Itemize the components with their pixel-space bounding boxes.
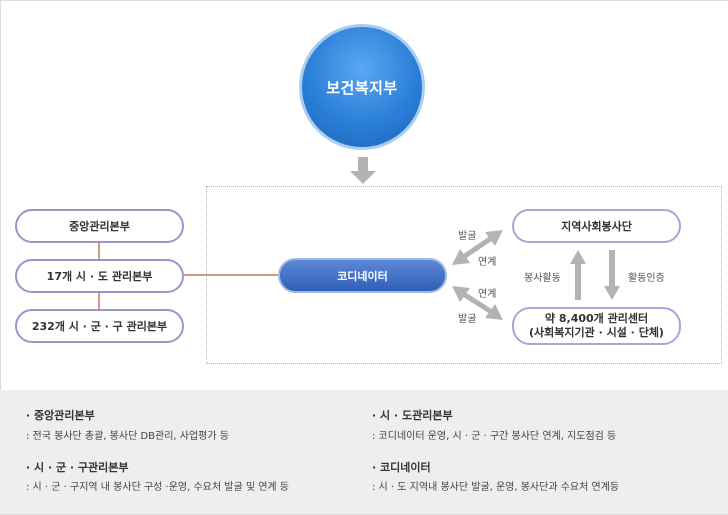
- lower-arrow-label-1: 연계: [478, 289, 497, 300]
- centers-line2: (사회복지기관 · 시설 · 단체): [529, 326, 664, 339]
- community-corps-node: 지역사회봉사단: [512, 209, 681, 243]
- legend-desc-1: : 전국 봉사단 총괄, 봉사단 DB관리, 사업평가 등: [26, 431, 229, 442]
- legend-desc-3: : 시 · 군 · 구지역 내 봉사단 구성 ·운영, 수요처 발굴 및 연계 …: [26, 482, 289, 493]
- city-hq-node: 232개 시 · 군 · 구 관리본부: [15, 309, 184, 343]
- province-hq-node: 17개 시 · 도 관리본부: [15, 259, 184, 293]
- central-hq-label: 중앙관리본부: [69, 220, 130, 233]
- vertical-up-label: 봉사활동: [524, 273, 561, 284]
- coordinator-label: 코디네이터: [337, 269, 388, 283]
- arrow-up: [570, 250, 586, 300]
- central-hq-node: 중앙관리본부: [15, 209, 184, 243]
- centers-node: 약 8,400개 관리센터 (사회복지기관 · 시설 · 단체): [512, 307, 681, 345]
- legend-title-4: · 코디네이터: [372, 461, 431, 474]
- double-arrow-upper: [452, 230, 503, 265]
- legend-desc-2: : 코디네이터 운영, 시 · 군 · 구간 봉사단 연계, 지도점검 등: [372, 431, 617, 442]
- ministry-label: 보건복지부: [326, 78, 398, 97]
- lower-arrow-label-2: 발굴: [458, 314, 477, 325]
- legend-panel: · 중앙관리본부 : 전국 봉사단 총괄, 봉사단 DB관리, 사업평가 등 ·…: [0, 390, 728, 514]
- upper-arrow-label-1: 발굴: [458, 231, 477, 242]
- legend-title-1: · 중앙관리본부: [26, 409, 95, 422]
- vertical-down-label: 활동인증: [628, 273, 665, 284]
- legend-title-3: · 시 · 군 · 구관리본부: [26, 461, 129, 474]
- ministry-circle: 보건복지부: [299, 24, 425, 150]
- city-hq-label: 232개 시 · 군 · 구 관리본부: [31, 320, 168, 333]
- centers-line1: 약 8,400개 관리센터: [544, 312, 649, 325]
- arrow-down: [604, 250, 620, 300]
- legend-desc-4: : 시 · 도 지역내 봉사단 발굴, 운영, 봉사단과 수요처 연계등: [372, 482, 620, 493]
- province-hq-label: 17개 시 · 도 관리본부: [46, 270, 153, 283]
- coordinator-node: 코디네이터: [278, 258, 447, 293]
- community-corps-label: 지역사회봉사단: [561, 220, 632, 233]
- down-arrow: [350, 157, 376, 184]
- upper-arrow-label-2: 연계: [478, 257, 497, 268]
- legend-title-2: · 시 · 도관리본부: [372, 409, 453, 422]
- double-arrow-lower: [452, 286, 503, 320]
